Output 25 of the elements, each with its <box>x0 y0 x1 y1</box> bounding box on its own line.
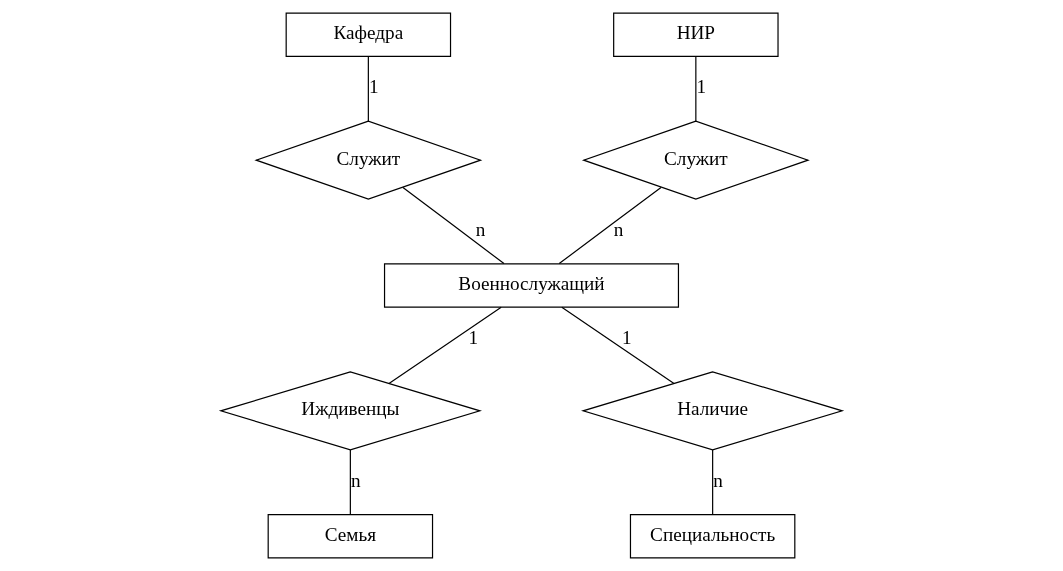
node-box: Специальность <box>629 514 796 559</box>
edge-label: n <box>613 219 624 241</box>
node-diamond: Наличие <box>581 371 845 451</box>
node-box: Военнослужащий <box>383 263 680 308</box>
connector <box>558 186 662 265</box>
connector <box>712 449 714 516</box>
connector <box>402 186 505 265</box>
edge-label: 1 <box>622 327 632 349</box>
connector <box>388 306 502 385</box>
node-diamond: Иждивенцы <box>218 371 482 451</box>
node-box: Семья <box>267 514 434 559</box>
node-diamond: Служит <box>581 120 810 200</box>
node-box: Кафедра <box>285 12 452 57</box>
edge-label: n <box>713 469 723 491</box>
node-box: НИР <box>613 12 779 57</box>
edge-label: 1 <box>368 76 379 98</box>
connector <box>367 56 369 122</box>
connector <box>561 306 675 385</box>
edge-label: n <box>350 469 361 491</box>
edge-label: 1 <box>696 76 707 98</box>
edge-label: n <box>475 219 486 241</box>
edge-label: 1 <box>468 327 479 349</box>
connector <box>349 449 351 516</box>
connector <box>695 56 697 122</box>
node-diamond: Служит <box>254 120 483 200</box>
